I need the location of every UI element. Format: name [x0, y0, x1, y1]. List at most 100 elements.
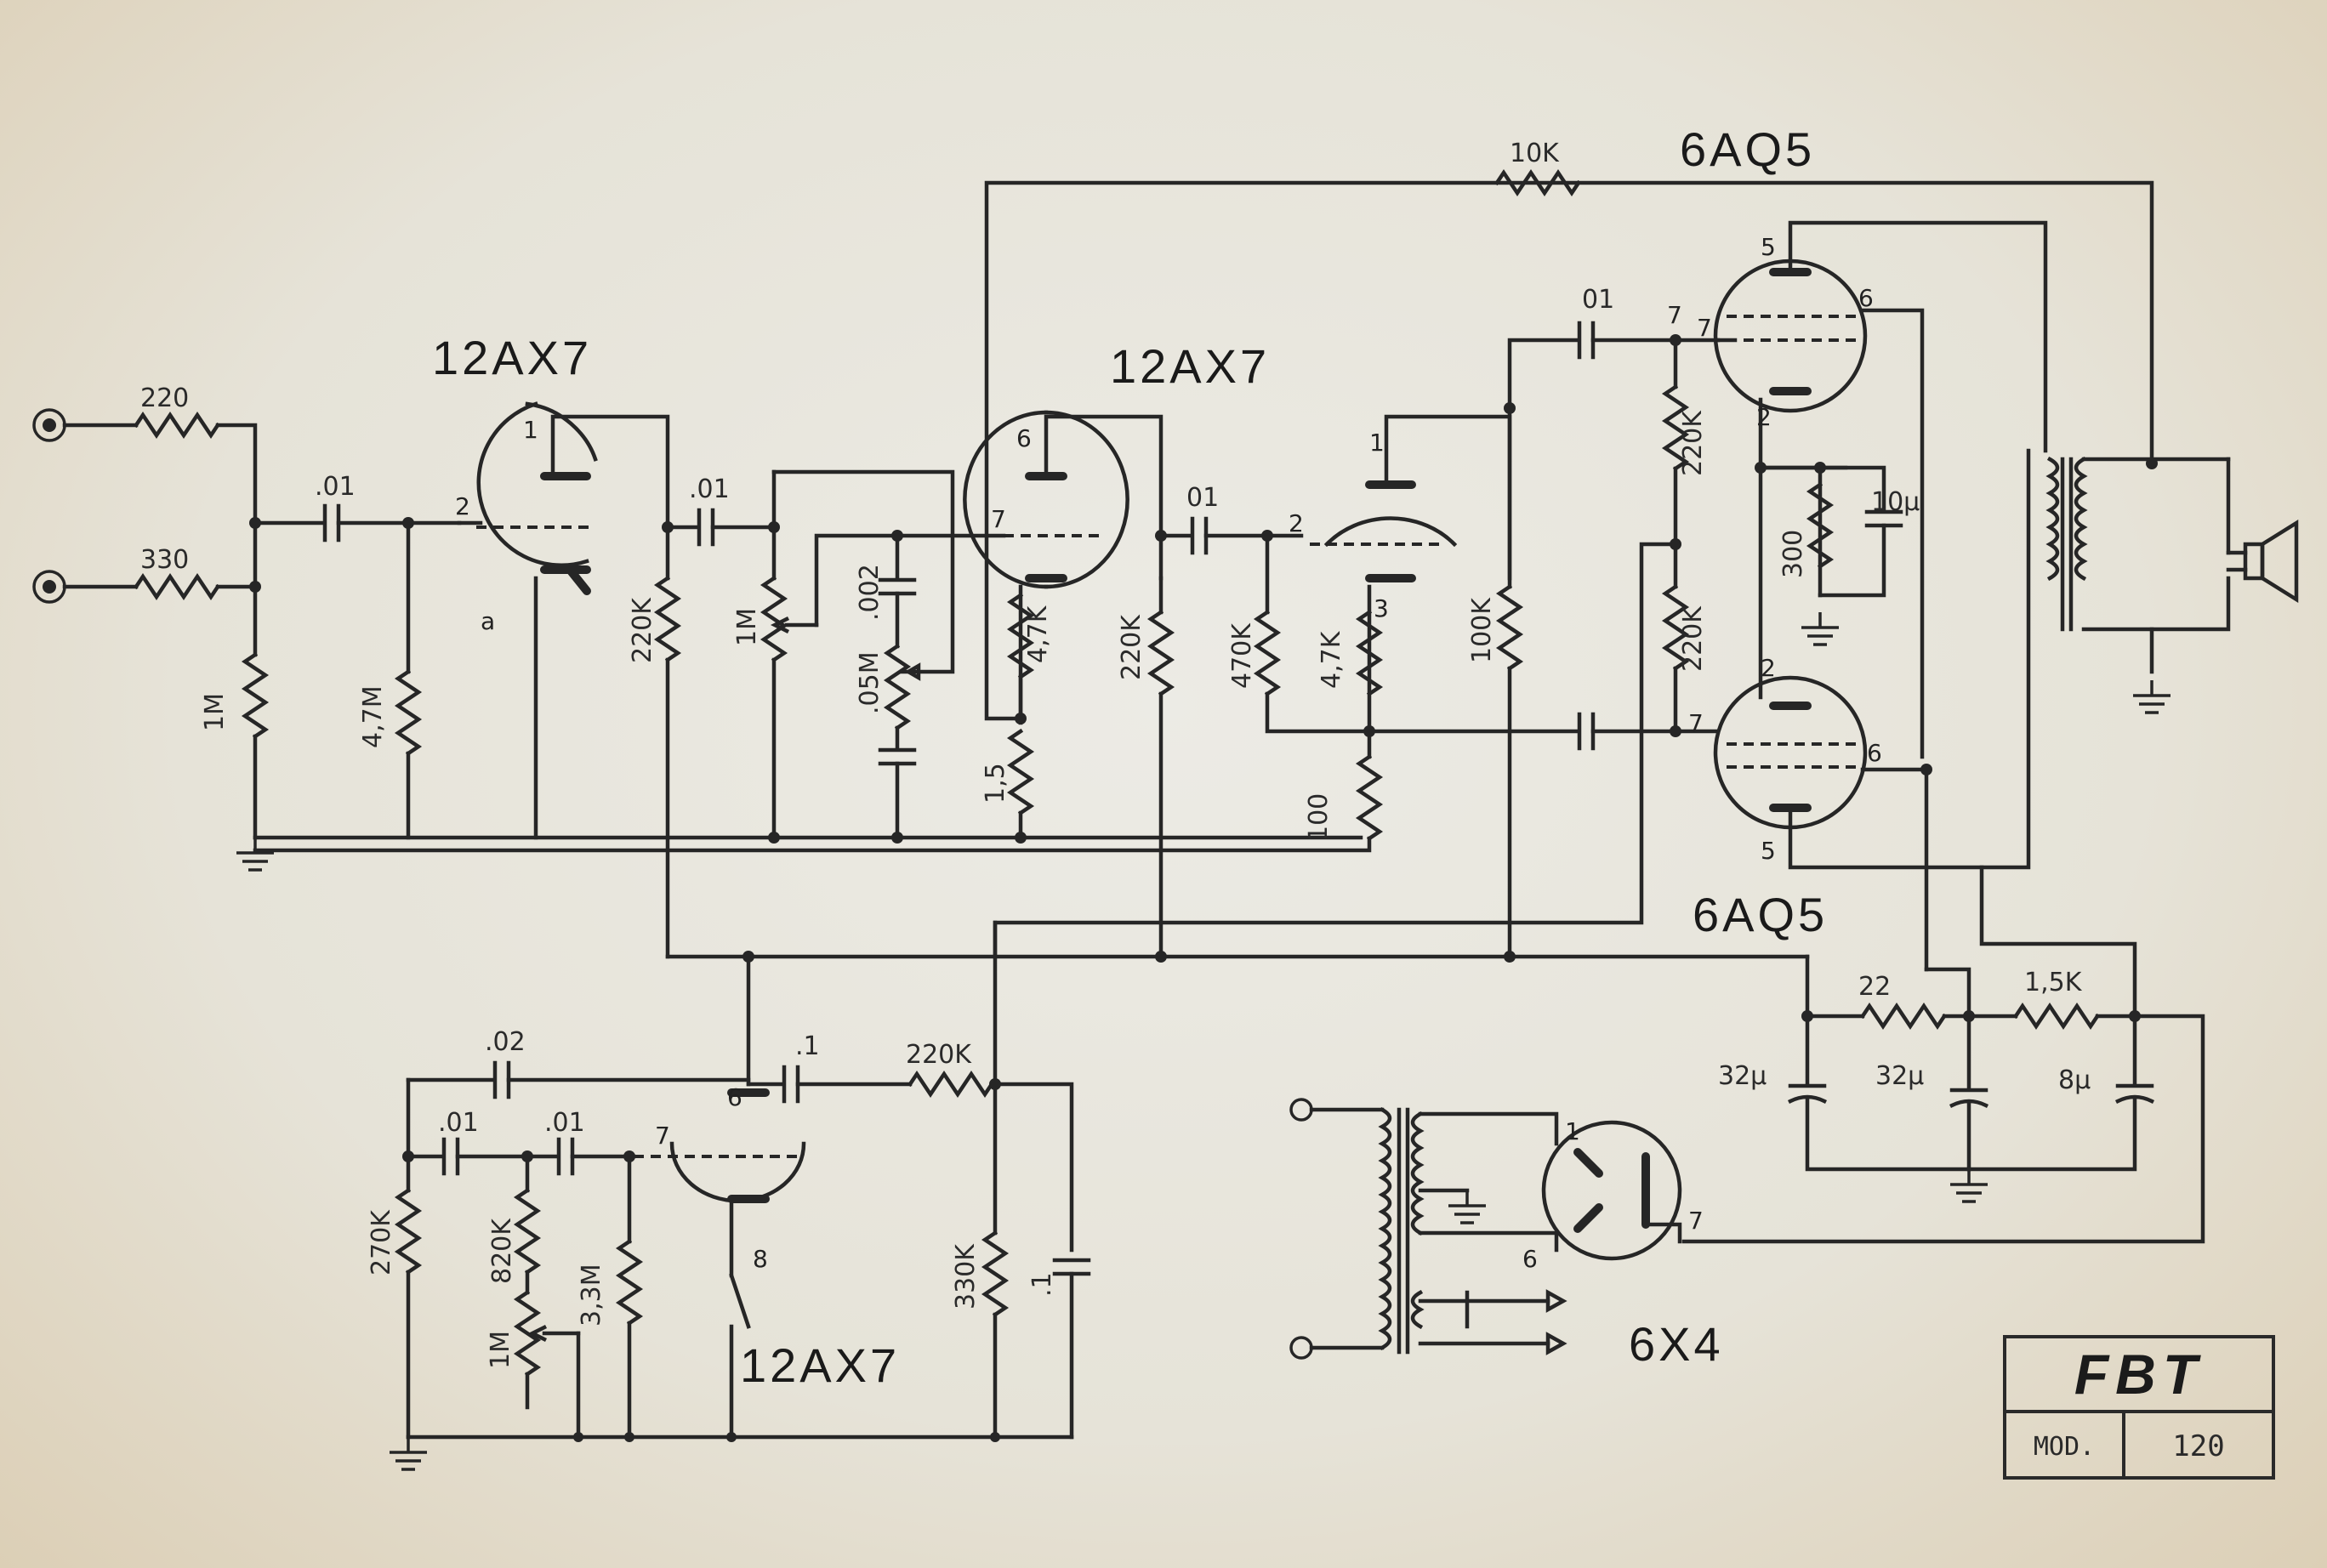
resistor-grid1	[241, 651, 270, 740]
resistor-cath2	[1006, 592, 1035, 680]
resistor-plate2	[1146, 609, 1175, 697]
resistor-trem3	[615, 1238, 644, 1327]
c-trem2-label: .01	[438, 1108, 479, 1138]
capacitor-trem1	[492, 1060, 511, 1099]
r-g-out2-label: 220K	[1678, 605, 1708, 672]
capacitor-dec	[1052, 1258, 1091, 1276]
v1-pin-grid: 2	[455, 492, 470, 520]
mains-input-1[interactable]	[1289, 1098, 1313, 1122]
input-jack-2[interactable]	[32, 570, 66, 604]
r-ps1-label: 22	[1858, 972, 1891, 1002]
r-plate1-label: 220K	[628, 597, 657, 663]
c-f3-label: 8µ	[2058, 1065, 2091, 1095]
resistor-in2	[133, 572, 221, 601]
resistor-dec1	[907, 1070, 995, 1099]
c-c1-label: .01	[689, 474, 730, 504]
tremolo-pot[interactable]	[513, 1289, 581, 1440]
c-c3-label: 01	[1582, 285, 1614, 315]
rect-pin-k: 7	[1688, 1207, 1704, 1235]
volume-pot[interactable]	[760, 469, 1006, 840]
resistor-grid2	[394, 668, 423, 757]
r-trem1-label: 270K	[367, 1209, 396, 1275]
mains-input-2[interactable]	[1289, 1336, 1313, 1360]
v5-pin-grid: 7	[1688, 709, 1704, 737]
r-grid2-label: 4,7M	[358, 685, 388, 748]
capacitor-filter3	[1966, 1014, 2155, 1172]
model-number: 120	[2172, 1429, 2225, 1463]
c-bypass-label: 10µ	[1871, 487, 1920, 517]
v4-pin-plate: 5	[1761, 233, 1776, 261]
capacitor-in	[322, 503, 341, 543]
r-dec1-label: 220K	[906, 1040, 972, 1070]
ground-symbol-1	[235, 836, 276, 872]
v5-pin-g2: 6	[1867, 739, 1882, 767]
resistor-plate1	[653, 575, 682, 663]
resistor-pi-plate	[1495, 583, 1524, 672]
c-tone-label: .002	[855, 564, 885, 621]
trem-label: 12AX7	[740, 1338, 900, 1392]
r-pi-cath-label: 4,7K	[1317, 630, 1346, 689]
input-jack-1[interactable]	[32, 408, 66, 442]
tube-v1: 1 2 a 12AX7	[432, 331, 670, 840]
v4-pin-cath: 2	[1756, 403, 1772, 431]
rect-pin-a1: 1	[1565, 1117, 1580, 1145]
r-trem3-label: 3,3M	[577, 1264, 606, 1327]
output-transformer	[2045, 456, 2231, 674]
model-number-cell: 120	[2125, 1413, 2272, 1480]
capacitor-trem3	[556, 1137, 575, 1176]
resistor-cath2b	[1006, 728, 1035, 816]
v1-label: 12AX7	[432, 331, 592, 384]
capacitor-c1	[697, 508, 715, 547]
resistor-ps1	[1859, 1002, 1948, 1031]
r-pi-grid-label: 470K	[1227, 622, 1257, 689]
v1-pin-plate: 1	[523, 416, 538, 444]
trem-pin-plate: 6	[727, 1083, 742, 1111]
rect-label: 6X4	[1629, 1317, 1724, 1371]
v5-pin-cath: 2	[1761, 654, 1776, 682]
v4-pin-g2: 6	[1858, 284, 1874, 312]
resistor-trem2	[513, 1187, 542, 1275]
capacitor-c4	[1577, 321, 1596, 360]
r-grid1-label: 1M	[200, 693, 230, 731]
power-transformer	[1309, 1106, 1567, 1355]
r-tone-label: .05M	[855, 651, 885, 714]
tone-pot[interactable]	[878, 533, 921, 840]
r-in1-label: 220	[140, 383, 189, 413]
c-f1-label: 32µ	[1718, 1061, 1767, 1091]
v2-label: 12AX7	[1110, 339, 1270, 393]
v3-pin-grid: 2	[1289, 509, 1304, 537]
rectifier-6x4: 1 6 7 6X4	[1522, 1117, 1724, 1371]
r-cath2b-label: 1,5	[981, 763, 1010, 804]
r-trem2-label: 820K	[487, 1218, 517, 1284]
v5-pin-plate: 5	[1761, 837, 1776, 865]
c-trem3-label: .01	[544, 1108, 585, 1138]
v5-label: 6AQ5	[1693, 888, 1828, 941]
resistor-in1	[133, 411, 221, 440]
r-dec2-label: 330K	[951, 1243, 981, 1310]
speaker-icon	[2226, 519, 2299, 604]
brand-label: FBT	[2074, 1343, 2205, 1406]
v1-pin-cath: a	[481, 607, 495, 635]
resistor-out-cath	[1806, 481, 1835, 570]
resistor-g-out2	[1661, 583, 1690, 672]
r-trem-pot-label: 1M	[486, 1331, 515, 1369]
c-dec-label: .1	[1027, 1272, 1057, 1297]
resistor-pi-grid	[1253, 609, 1282, 697]
rect-pin-a2: 6	[1522, 1245, 1538, 1273]
v4-label: 6AQ5	[1680, 122, 1815, 176]
r-in2-label: 330	[140, 545, 189, 575]
tube-trem: 6 7 8 12AX7	[634, 1083, 900, 1440]
input-section: 220 330 1M 4,7M .01	[32, 383, 462, 840]
trem-pin-grid: 7	[655, 1122, 670, 1150]
c-trem1-label: .02	[485, 1027, 526, 1057]
r-ps2-label: 1,5K	[2024, 968, 2083, 997]
r-pi-tail-label: 100	[1304, 793, 1334, 842]
v2-pin-plate: 6	[1016, 424, 1032, 452]
tube-v4: 5 7 6 2 6AQ5	[1680, 122, 2048, 759]
c-f2-label: 32µ	[1875, 1061, 1924, 1091]
r-cath2-label: 4,7K	[1023, 605, 1053, 663]
c-c2-label: 01	[1186, 483, 1219, 513]
resistor-pi-tail	[1355, 753, 1384, 842]
c-in-label: .01	[315, 472, 356, 502]
